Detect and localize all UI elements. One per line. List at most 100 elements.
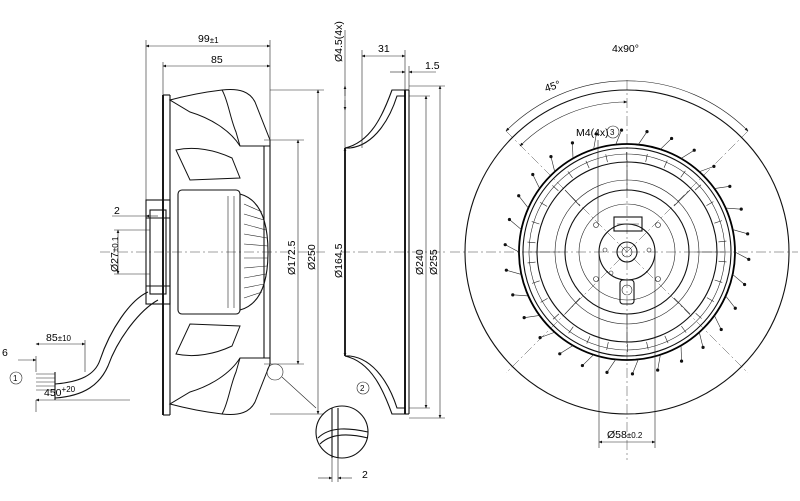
motor-hub-inner: [149, 209, 167, 295]
thread-callout: 3: [610, 128, 615, 137]
inner-vane: [663, 160, 668, 168]
blade-tip-dot: [719, 327, 723, 332]
detail-view-circle: [315, 405, 369, 459]
detail-marker-circle: [266, 363, 284, 381]
blade-tip-dot: [679, 359, 684, 363]
cable: [54, 291, 149, 385]
dim-diameter-b: Ø250: [306, 244, 318, 270]
blade-tip-dot: [747, 257, 751, 261]
blade-tip: [615, 130, 622, 145]
front-view: 4x90° 45° M4(4x) 3 Ø58±0.2: [450, 43, 798, 460]
blade-tip-dot: [517, 194, 521, 198]
blade-tip-dot: [692, 148, 696, 152]
section-view: Ø4.5(4x) 31 1.5 Ø164.5 Ø240 Ø255 2: [315, 21, 445, 482]
blade-tip: [509, 219, 522, 230]
thread-label: M4(4x): [576, 127, 609, 139]
detail-dim: 2: [362, 469, 368, 481]
inner-vane: [706, 297, 714, 302]
blade-tip: [606, 359, 616, 373]
motor-body: [177, 189, 241, 315]
blade-tip-dot: [522, 316, 526, 320]
inner-vane: [531, 221, 540, 225]
dim-diameter-d: Ø255: [428, 249, 440, 275]
inner-vane: [527, 261, 536, 264]
inner-vane: [606, 342, 609, 350]
cable-dim-a: 6: [2, 347, 8, 359]
blade-tip-dot: [538, 336, 542, 340]
blade-tip: [505, 244, 520, 253]
dim-hub-width: 85: [211, 54, 223, 66]
impeller-blade-bottom-inner: [175, 323, 241, 357]
dim-depth: 31: [378, 43, 390, 55]
blade-tip-dot: [669, 136, 674, 141]
blade-tip: [734, 251, 749, 260]
blade-tip: [714, 315, 722, 330]
inner-vane: [552, 185, 559, 191]
blade-tip-dot: [504, 268, 508, 272]
blade-tip-dot: [656, 368, 660, 372]
blade-tip-dot: [630, 372, 635, 376]
dim-inner-diameter: Ø164.5: [333, 243, 345, 278]
inner-vane: [567, 171, 573, 179]
inner-vane: [585, 160, 590, 169]
blade-tip: [725, 295, 736, 309]
inner-vane: [568, 326, 574, 334]
blade-tip: [582, 354, 594, 366]
blade-tip: [550, 156, 556, 172]
blade-tip: [638, 131, 648, 145]
blade-tip: [572, 142, 574, 159]
blade-tips: [503, 128, 751, 376]
motor-hub: [145, 199, 171, 305]
inner-vane: [680, 170, 686, 178]
callout-2: 2: [360, 384, 365, 393]
blade-tip-dot: [645, 130, 649, 134]
blade-tip: [532, 174, 540, 189]
dim-holes: Ø4.5(4x): [333, 21, 345, 62]
angle-pattern: 4x90°: [612, 43, 639, 55]
side-view: 99±1 85 2 Ø27±0.1 Ø172.5 Ø250 6 85±10 45…: [2, 33, 325, 416]
blade-tip: [680, 345, 682, 362]
blade-tip-dot: [742, 282, 747, 287]
motor-ribs: [227, 196, 269, 308]
blade-tip-dot: [511, 293, 515, 297]
dim-diameter-a: Ø172.5: [286, 240, 298, 275]
blade-tip-dot: [712, 164, 716, 168]
label-plate: [613, 216, 643, 232]
blade-tip: [539, 331, 555, 338]
dim-diameter-c: Ø240: [414, 249, 426, 275]
inner-vane: [718, 260, 727, 263]
impeller-blade-top-inner: [175, 147, 241, 181]
blade-tip: [699, 166, 715, 173]
dim-inlet-diameter: Ø27±0.1: [109, 236, 121, 272]
blade-tip: [512, 294, 529, 297]
inner-vane: [531, 280, 540, 284]
blade-tip-dot: [531, 172, 535, 177]
blade-tip-dot: [570, 141, 575, 145]
motor-dome: [239, 193, 269, 311]
cable-gland: [619, 279, 635, 305]
inner-vane: [714, 279, 723, 283]
blade-tip: [732, 274, 745, 285]
inner-vane: [645, 154, 648, 162]
blade-tip-dot: [580, 363, 585, 368]
blade-tip-dot: [503, 243, 507, 247]
blade-tip: [725, 207, 742, 210]
inner-vane: [714, 220, 723, 224]
blade-tip-dot: [558, 352, 562, 356]
inner-vane: [706, 201, 714, 206]
blade-tip: [732, 229, 748, 235]
dim-hub-diameter: Ø58±0.2: [607, 429, 643, 441]
dim-step: 2: [114, 205, 120, 217]
blade-tip: [559, 345, 574, 355]
blade-tip-dot: [549, 155, 553, 159]
inner-vane: [681, 325, 687, 333]
inner-vane: [540, 298, 548, 303]
inner-vane: [695, 313, 702, 319]
blade-tip-dot: [701, 345, 705, 349]
callout-1: 1: [13, 374, 18, 383]
dim-thickness: 1.5: [425, 60, 440, 72]
blade-tip-dot: [739, 207, 743, 211]
outer-rim: [464, 89, 790, 415]
cable-length: 450+20: [44, 385, 76, 399]
